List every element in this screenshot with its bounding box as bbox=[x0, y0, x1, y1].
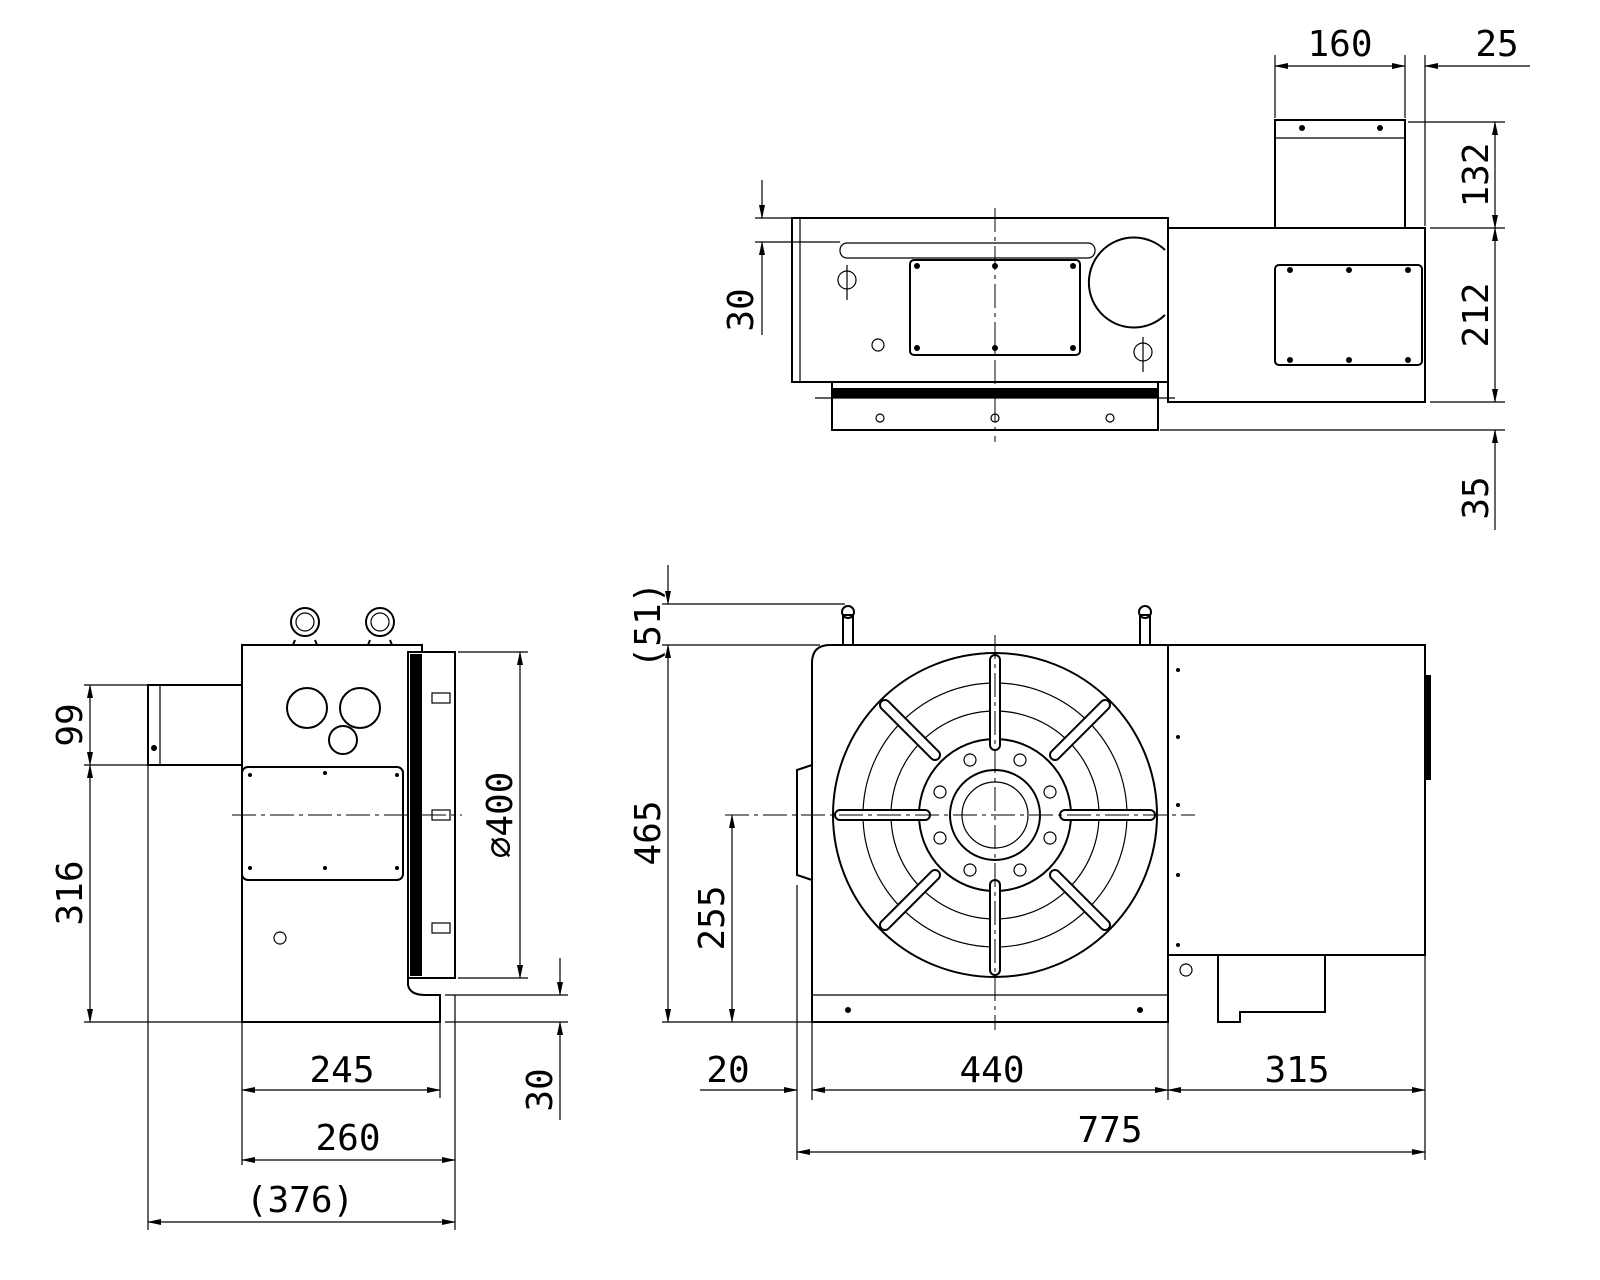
dim-775: 775 bbox=[1077, 1110, 1142, 1151]
dim-315: 315 bbox=[1264, 1050, 1329, 1091]
dim-316: 316 bbox=[50, 860, 91, 925]
side-tube bbox=[147, 684, 243, 766]
dim-245: 245 bbox=[309, 1050, 374, 1091]
dim-376: (376) bbox=[246, 1180, 354, 1221]
front-view: (51) 465 255 20 440 315 775 bbox=[628, 565, 1431, 1160]
motor-boss bbox=[1087, 236, 1166, 329]
top-motor-cover bbox=[1274, 264, 1423, 366]
dim-35: 35 bbox=[1456, 476, 1497, 519]
front-body-outline bbox=[811, 644, 1169, 1023]
dim-440: 440 bbox=[959, 1050, 1024, 1091]
dim-25: 25 bbox=[1475, 24, 1518, 65]
top-motor-housing bbox=[1167, 227, 1426, 403]
dim-51: (51) bbox=[628, 582, 669, 669]
front-motor-housing bbox=[1167, 644, 1426, 956]
top-view: 160 25 132 212 35 30 bbox=[721, 24, 1530, 530]
dim-465: 465 bbox=[628, 800, 669, 865]
dim-30-side: 30 bbox=[520, 1068, 561, 1111]
dim-260: 260 bbox=[315, 1118, 380, 1159]
dim-212: 212 bbox=[1456, 282, 1497, 347]
dim-dia-400: ∅400 bbox=[480, 772, 521, 859]
dim-20: 20 bbox=[706, 1050, 749, 1091]
dim-30-top: 30 bbox=[721, 288, 762, 331]
dim-255: 255 bbox=[692, 885, 733, 950]
dim-132: 132 bbox=[1456, 142, 1497, 207]
top-gear-box bbox=[1274, 119, 1406, 229]
dim-99: 99 bbox=[50, 703, 91, 746]
side-cover-panel bbox=[241, 766, 404, 881]
side-view: 99 316 ∅400 30 245 260 (376) bbox=[50, 607, 568, 1230]
dim-160: 160 bbox=[1307, 24, 1372, 65]
